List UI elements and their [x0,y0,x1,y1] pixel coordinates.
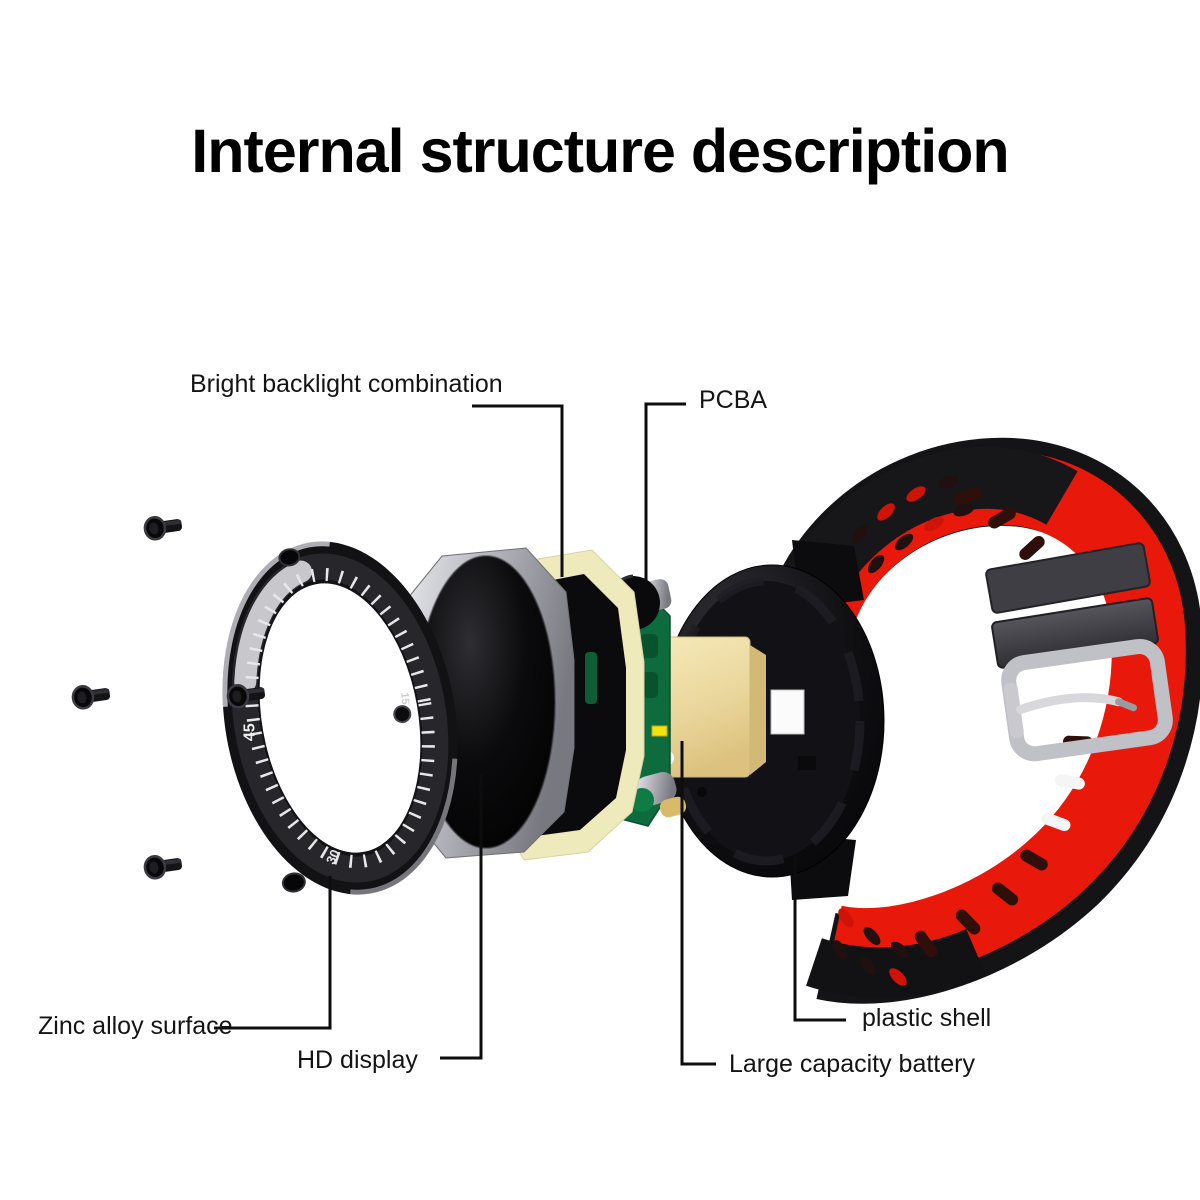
leader-line-pcba [644,402,686,582]
label-plastic-shell: plastic shell [862,1004,992,1032]
leader-line-battery [680,741,716,1066]
leader-line-zinc [214,876,332,1030]
screw-bottom [142,851,185,881]
leader-line-display [440,774,483,1060]
screws [70,512,268,881]
strap-slots-lower [914,735,1093,958]
label-hd-display: HD display [297,1046,418,1074]
buckle-prong [1016,693,1124,714]
strap-buckle [1001,638,1173,762]
battery [658,636,766,778]
bezel-tick-marks [245,567,435,869]
label-pcba: PCBA [699,386,768,414]
strap-keeper-upper [985,542,1151,614]
leader-lines [214,402,846,1066]
shell-sensor-window [770,689,805,735]
label-bright-backlight: Bright backlight combination [190,370,503,398]
strap-perforations-bottom [832,908,909,986]
bezel-number-45: 45 [241,723,258,741]
screw-left [70,681,113,711]
leader-line-backlight [472,404,564,577]
page-title: Internal structure description [191,117,1009,185]
label-battery: Large capacity battery [729,1050,975,1078]
label-zinc-alloy: Zinc alloy surface [38,1012,233,1040]
bezel-number-30: 30 [323,847,343,866]
bezel-ring: 45 30 15 [222,541,458,895]
battery-body [665,636,751,778]
pcb-led [651,725,668,737]
screw-top [142,512,185,542]
bezel-number-15: 15 [398,692,411,705]
leader-line-shell [793,855,846,1022]
